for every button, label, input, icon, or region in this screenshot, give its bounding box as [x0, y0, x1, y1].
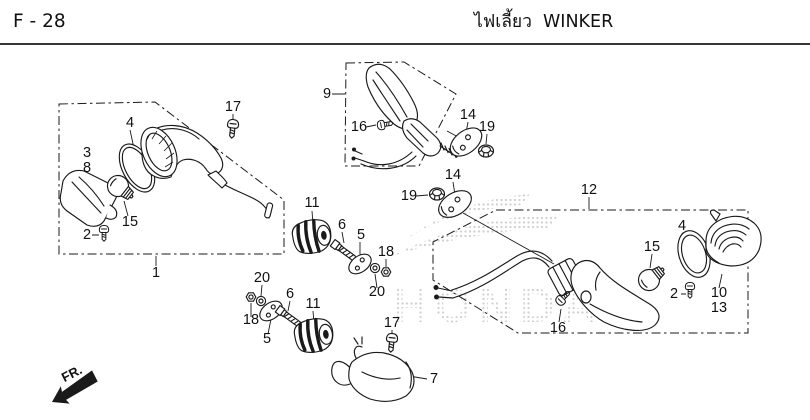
winker-lens	[348, 351, 415, 402]
callout-11: 11	[304, 195, 319, 211]
page-title-en: WINKER	[543, 12, 613, 32]
callout-19: 19	[479, 119, 495, 135]
callout-15: 15	[644, 239, 660, 255]
hex-nut-18	[245, 292, 257, 302]
callout-13: 13	[711, 300, 727, 316]
rubber-grommet-11	[291, 314, 337, 357]
callout-7: 7	[430, 371, 438, 387]
winker-socket	[401, 118, 442, 157]
callout-10: 10	[711, 285, 727, 301]
flange-nut-19-lower	[428, 187, 446, 201]
callout-6: 6	[338, 217, 346, 233]
wire-terminal	[434, 294, 439, 300]
mount-screw-17	[225, 118, 240, 140]
callout-19: 19	[401, 188, 417, 204]
winker-body	[570, 259, 660, 331]
callout-layer: 1238415179161419141911651820201856111771…	[83, 86, 727, 387]
threaded-stud	[439, 142, 458, 159]
front-winker-unit-7	[331, 332, 415, 402]
washer-20	[255, 295, 267, 307]
callout-16: 16	[550, 320, 566, 336]
winker-lens-10-13	[705, 209, 762, 267]
winker-wire	[451, 250, 553, 299]
winker-wire-loop	[331, 360, 353, 386]
winker-body-1	[140, 124, 274, 219]
assembly-1-front-winker	[59, 118, 274, 242]
winker-lens-3-8	[59, 169, 118, 227]
winker-bulb-15	[633, 259, 671, 296]
callout-18: 18	[243, 312, 259, 328]
callout-6: 6	[286, 286, 294, 302]
honda-wing-icon	[382, 194, 530, 258]
honda-wing-icon	[389, 214, 560, 257]
callout-2: 2	[670, 286, 678, 302]
callout-20: 20	[254, 270, 270, 286]
callout-17: 17	[225, 99, 241, 115]
callout-9: 9	[323, 86, 331, 102]
assembly-9-boundary	[344, 61, 457, 167]
callout-4: 4	[126, 115, 134, 131]
callout-2: 2	[83, 227, 91, 243]
callout-15: 15	[122, 214, 138, 230]
leader-lines	[83, 93, 723, 380]
assembly-1-boundary	[58, 101, 285, 255]
callout-18: 18	[378, 244, 394, 260]
callout-8: 8	[83, 160, 91, 176]
winker-wire	[224, 184, 270, 219]
rubber-grommet-11	[289, 215, 335, 258]
callout-16: 16	[351, 119, 367, 135]
washer-20	[369, 262, 381, 274]
winker-wire	[360, 151, 417, 170]
callout-1: 1	[152, 265, 160, 281]
wire-terminal	[433, 285, 439, 290]
lens-screw-2	[98, 224, 110, 242]
callout-12: 12	[581, 182, 597, 198]
page-code: F - 28	[13, 11, 66, 32]
assembly-9-rear-winker	[351, 63, 458, 170]
fr-direction-indicator: FR.	[52, 362, 98, 404]
assembly-12-rear-winker	[433, 209, 762, 331]
hex-nut-18	[380, 267, 392, 277]
callout-11: 11	[305, 296, 320, 312]
callout-14: 14	[460, 107, 476, 123]
mount-hardware-lower-set	[245, 292, 337, 357]
callout-5: 5	[263, 331, 271, 347]
callout-5: 5	[357, 227, 365, 243]
fr-arrow-icon	[52, 370, 98, 404]
callout-20: 20	[369, 284, 385, 300]
mount-screw-17	[384, 332, 399, 354]
callout-14: 14	[445, 167, 461, 183]
wire-terminal	[264, 202, 274, 219]
callout-3: 3	[83, 145, 91, 161]
flange-nut-19-upper	[477, 144, 495, 158]
page-header: F - 28 ไฟเลี้ยว WINKER	[0, 8, 810, 45]
assembly-12-boundary	[432, 209, 749, 334]
callout-17: 17	[384, 315, 400, 331]
callout-4: 4	[678, 218, 686, 234]
lens-screw-2	[684, 281, 696, 299]
page-title-thai: ไฟเลี้ยว	[472, 8, 532, 32]
